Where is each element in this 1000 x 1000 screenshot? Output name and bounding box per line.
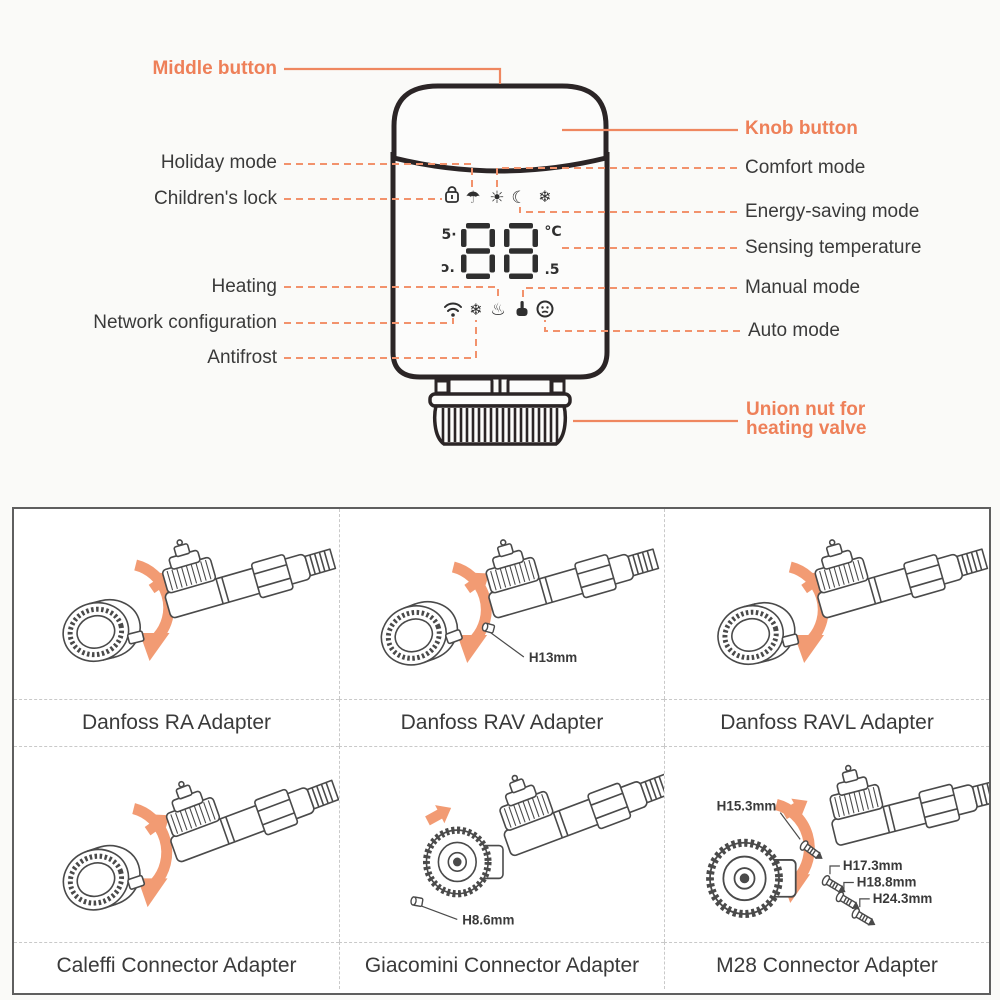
dimension-label-h15-3: H15.3mm xyxy=(717,798,777,813)
network-configuration-icon xyxy=(444,302,462,317)
adapter-label-danfoss-rav: Danfoss RAV Adapter xyxy=(339,699,664,746)
valve-body xyxy=(818,747,989,852)
valve-body xyxy=(802,509,989,625)
dimension-leader xyxy=(843,881,854,891)
frost-icon: ❄ xyxy=(538,187,551,206)
valve-stem xyxy=(434,377,566,397)
adapter-name: Danfoss RAV Adapter xyxy=(400,711,604,734)
label-sensing-temperature: Sensing temperature xyxy=(745,237,922,258)
dimension-label-h18-8: H18.8mm xyxy=(857,874,917,889)
device-illustration: ☂ ☀ ☾ ❄ 5· °C ɔ. .5 ❄ ♨ xyxy=(284,67,740,446)
screw xyxy=(850,906,878,930)
adapter-ring xyxy=(712,596,801,671)
display-right-top: °C xyxy=(544,224,561,240)
label-knob-button: Knob button xyxy=(745,118,858,139)
dimension-leader xyxy=(421,905,458,921)
dimension-leader xyxy=(779,812,801,840)
auto-mode-icon xyxy=(536,300,554,318)
label-heating: Heating xyxy=(211,276,278,297)
adapter-cap xyxy=(710,843,796,914)
giacomini-illustration: H8.6mm xyxy=(409,747,664,928)
label-comfort-mode: Comfort mode xyxy=(745,157,866,178)
dimension-leader xyxy=(490,632,525,658)
label-union-nut-line1: Union nut for xyxy=(746,399,866,420)
device-diagram: ☂ ☀ ☾ ❄ 5· °C ɔ. .5 ❄ ♨ xyxy=(93,58,922,446)
energy-saving-mode-icon: ☾ xyxy=(511,188,526,208)
adapter-name: M28 Connector Adapter xyxy=(716,954,938,977)
temperature-digits: 5· °C ɔ. .5 xyxy=(441,223,562,279)
comfort-mode-icon: ☀ xyxy=(489,188,504,208)
adapter-cell-caleffi xyxy=(14,746,339,942)
label-childrens-lock: Children's lock xyxy=(154,188,277,209)
leader-lines xyxy=(284,67,740,423)
display-icon-row-bottom: ❄ ♨ xyxy=(444,300,554,320)
valve-body xyxy=(486,747,664,863)
holiday-mode-icon: ☂ xyxy=(465,188,480,208)
adapter-cap xyxy=(426,830,503,894)
antifrost-icon: ❄ xyxy=(469,300,482,319)
adapter-label-danfoss-ra: Danfoss RA Adapter xyxy=(14,699,339,746)
valve-body xyxy=(152,747,339,869)
dimension-label-h24-3: H24.3mm xyxy=(873,891,933,906)
display-left-bottom: ɔ. xyxy=(441,260,455,276)
manual-mode-icon xyxy=(516,301,528,316)
adapter-name: Giacomini Connector Adapter xyxy=(364,954,640,977)
dimension-label-h17-3: H17.3mm xyxy=(843,858,903,873)
m28-illustration: H15.3mm H17.3mm H18.8mm H24.3mm xyxy=(665,747,989,930)
label-antifrost: Antifrost xyxy=(207,347,277,368)
danfoss-ra-illustration xyxy=(14,509,339,699)
danfoss-ravl-illustration xyxy=(665,509,989,699)
label-network-configuration: Network configuration xyxy=(93,312,277,333)
valve-body xyxy=(474,509,662,625)
dimension-leader xyxy=(829,865,840,875)
dimension-label-h13: H13mm xyxy=(529,650,577,665)
adapter-cell-m28: H15.3mm H17.3mm H18.8mm H24.3mm xyxy=(664,746,989,942)
adapter-label-caleffi: Caleffi Connector Adapter xyxy=(14,942,339,989)
dimension-leader xyxy=(859,898,870,908)
label-middle-button: Middle button xyxy=(152,58,277,79)
adapter-label-giacomini: Giacomini Connector Adapter xyxy=(339,942,664,989)
label-union-nut: Union nut for heating valve xyxy=(746,400,866,438)
label-energy-saving-mode: Energy-saving mode xyxy=(745,201,920,222)
adapter-name: Danfoss RAVL Adapter xyxy=(720,711,934,734)
device-body xyxy=(390,152,610,380)
label-holiday-mode: Holiday mode xyxy=(160,152,277,173)
valve-body xyxy=(150,509,339,625)
adapter-label-danfoss-ravl: Danfoss RAVL Adapter xyxy=(664,699,989,746)
adapter-cell-danfoss-rav: H13mm xyxy=(339,509,664,699)
dimension-label-h8-6: H8.6mm xyxy=(462,912,514,927)
heating-icon: ♨ xyxy=(490,300,505,320)
adapter-ring xyxy=(56,837,148,918)
danfoss-rav-illustration: H13mm xyxy=(340,509,662,699)
adapter-name: Caleffi Connector Adapter xyxy=(56,954,297,977)
union-nut xyxy=(428,392,572,446)
display-icon-row-top: ☂ ☀ ☾ ❄ xyxy=(445,186,552,208)
adapter-grid: H13mm Danfoss RA Adapter Danfoss RAV Ada… xyxy=(12,507,991,995)
dimension-pin xyxy=(409,895,424,908)
attach-arrow-icon xyxy=(422,798,456,830)
adapter-label-m28: M28 Connector Adapter xyxy=(664,942,989,989)
adapter-cell-giacomini: H8.6mm xyxy=(339,746,664,942)
adapter-ring xyxy=(373,593,466,674)
display-right-bottom: .5 xyxy=(544,262,559,278)
adapter-name: Danfoss RA Adapter xyxy=(81,711,272,734)
children-lock-icon xyxy=(445,186,459,203)
adapter-cell-danfoss-ra xyxy=(14,509,339,699)
adapter-ring xyxy=(57,593,146,668)
label-auto-mode: Auto mode xyxy=(748,320,840,341)
knob-dome xyxy=(391,83,609,174)
adapter-cell-danfoss-ravl xyxy=(664,509,989,699)
display-left-top: 5· xyxy=(441,227,456,243)
label-manual-mode: Manual mode xyxy=(745,277,861,298)
caleffi-illustration xyxy=(14,747,339,942)
label-union-nut-line2: heating valve xyxy=(746,418,867,439)
